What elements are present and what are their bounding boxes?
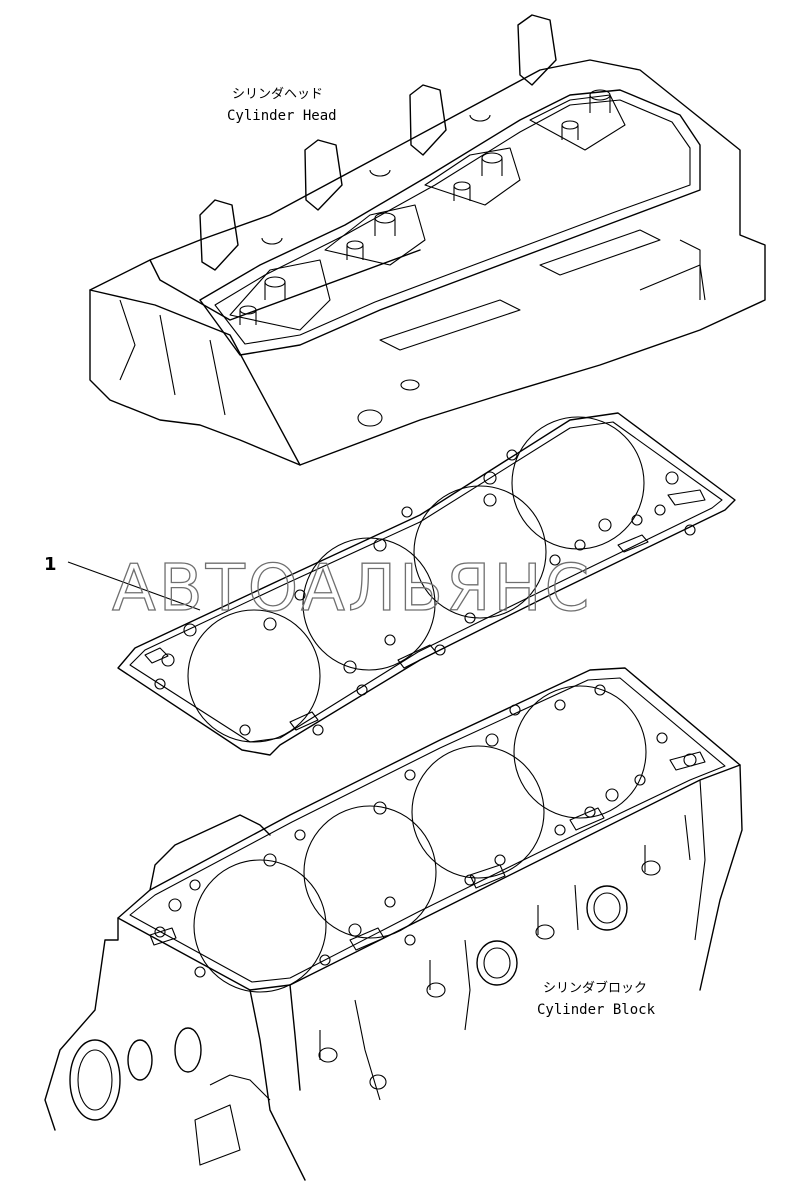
- cylinder-block-label-en: Cylinder Block: [537, 1002, 656, 1018]
- head-bolt-bosses: [239, 89, 611, 325]
- cylinder-head-label-jp: シリンダヘッド: [232, 87, 323, 102]
- block-side-bosses: [318, 845, 661, 1090]
- block-bolt-holes: [154, 684, 697, 978]
- cylinder-block: [44, 667, 743, 1181]
- cylinder-head-label-en: Cylinder Head: [227, 108, 337, 124]
- callout-1-leader-line: [67, 561, 201, 611]
- cylinder-block-label-jp: シリンダブロック: [543, 980, 647, 996]
- callout-1-number: 1: [44, 554, 57, 575]
- watermark-text: АВТОАЛЬЯНС: [112, 552, 592, 626]
- cylinder-head-gasket: [117, 412, 736, 756]
- gasket-bolt-holes: [154, 449, 696, 736]
- callout-1: 1: [44, 554, 201, 611]
- cylinder-head: [89, 14, 766, 466]
